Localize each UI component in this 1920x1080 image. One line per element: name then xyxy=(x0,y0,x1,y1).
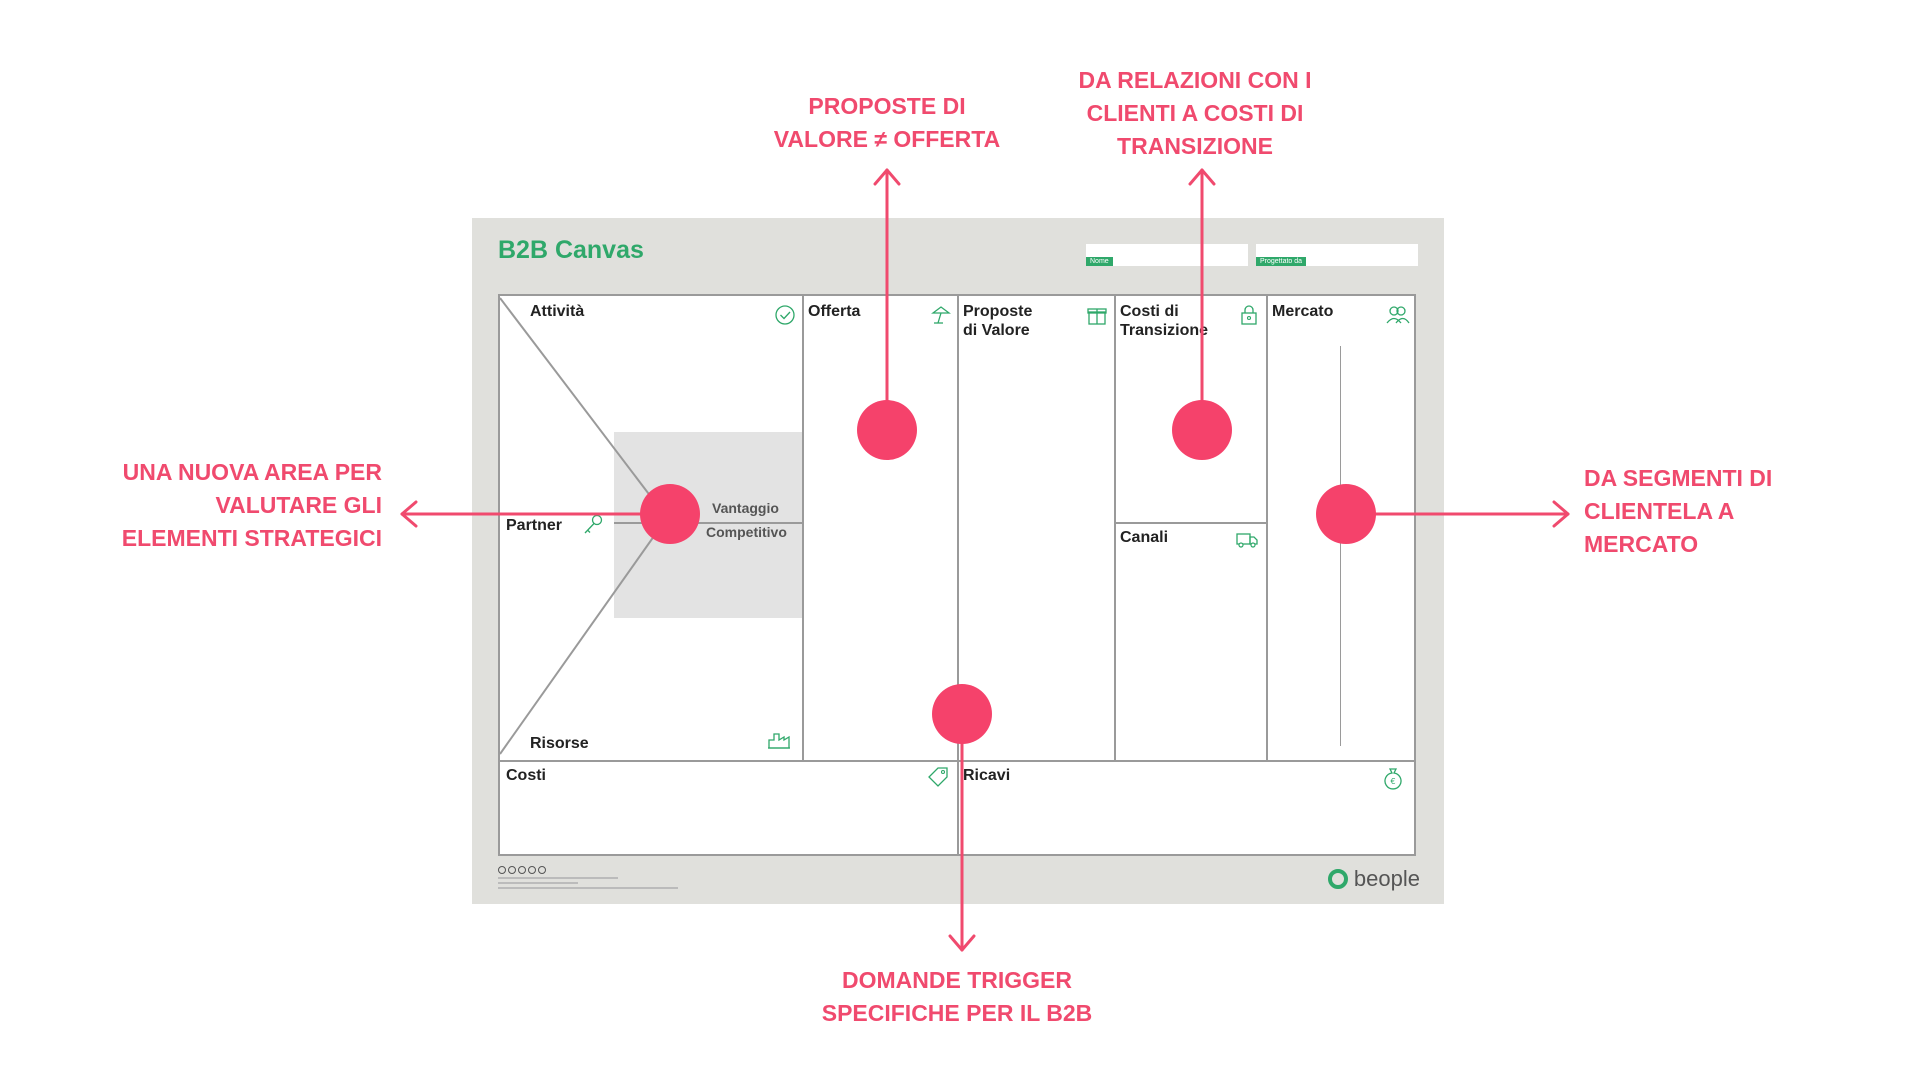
divider-line xyxy=(957,296,959,856)
people-icon xyxy=(1384,302,1410,328)
annotation-nuova-area: UNA NUOVA AREA PER VALUTARE GLI ELEMENTI… xyxy=(121,459,382,551)
nome-field[interactable]: Nome xyxy=(1086,244,1248,266)
truck-icon xyxy=(1234,526,1260,552)
block-costi-di-transizione: Costi di Transizione xyxy=(1120,303,1209,339)
canvas-title: B2B Canvas xyxy=(498,236,644,264)
vantaggio-label: Vantaggio xyxy=(712,500,779,516)
competitivo-label: Competitivo xyxy=(706,524,787,540)
tag-icon xyxy=(926,764,952,790)
beople-logo-icon xyxy=(1327,869,1348,889)
divider-line xyxy=(500,760,1414,762)
beople-logo: beople xyxy=(1327,866,1420,892)
lamp-icon xyxy=(928,302,954,328)
divider-line xyxy=(614,522,802,524)
marker-dot-offerta xyxy=(857,400,917,460)
annotation-proposte: PROPOSTE DI VALORE ≠ OFFERTA xyxy=(773,93,1001,152)
canvas-grid: Attività Partner Risorse Vantaggio Compe… xyxy=(498,294,1416,856)
nome-field-label: Nome xyxy=(1086,257,1113,266)
annotation-segmenti: DA SEGMENTI DI CLIENTELA A MERCATO xyxy=(1584,465,1773,557)
divider-line xyxy=(1114,522,1266,524)
block-ricavi: Ricavi xyxy=(963,767,1011,784)
mercato-axis-line xyxy=(1340,346,1341,746)
partner-diagonals xyxy=(500,297,665,755)
lock-icon xyxy=(1236,302,1262,328)
annotation-relazioni: DA RELAZIONI CON I CLIENTI A COSTI DI TR… xyxy=(1078,67,1312,159)
block-mercato: Mercato xyxy=(1272,303,1334,320)
divider-line xyxy=(802,296,804,760)
check-circle-icon xyxy=(772,302,798,328)
block-canali: Canali xyxy=(1120,529,1169,546)
gift-icon xyxy=(1084,302,1110,328)
block-offerta: Offerta xyxy=(808,303,861,320)
factory-icon xyxy=(766,726,792,752)
block-partner: Partner xyxy=(506,517,563,534)
progettato-da-field[interactable]: Progettato da xyxy=(1256,244,1418,266)
marker-dot-mercato xyxy=(1316,484,1376,544)
block-attivita: Attività xyxy=(530,303,585,320)
divider-line xyxy=(1114,296,1116,760)
b2b-canvas-board: B2B Canvas Nome Progettato da Attività P… xyxy=(472,218,1444,904)
money-bag-icon: € xyxy=(1380,764,1406,790)
progettato-da-field-label: Progettato da xyxy=(1256,257,1307,266)
marker-dot-vantaggio xyxy=(640,484,700,544)
block-risorse: Risorse xyxy=(530,735,589,752)
marker-dot-proposte xyxy=(932,684,992,744)
marker-dot-transizione xyxy=(1172,400,1232,460)
block-costi: Costi xyxy=(506,767,546,784)
beople-logo-text: beople xyxy=(1353,866,1420,891)
block-proposte-di-valore: Proposte di Valore xyxy=(963,303,1033,339)
license-marks xyxy=(498,866,678,874)
annotation-domande: DOMANDE TRIGGER SPECIFICHE PER IL B2B xyxy=(821,967,1093,1026)
divider-line xyxy=(1266,296,1268,760)
license-footer xyxy=(498,866,678,889)
svg-text:€: € xyxy=(1390,777,1395,786)
